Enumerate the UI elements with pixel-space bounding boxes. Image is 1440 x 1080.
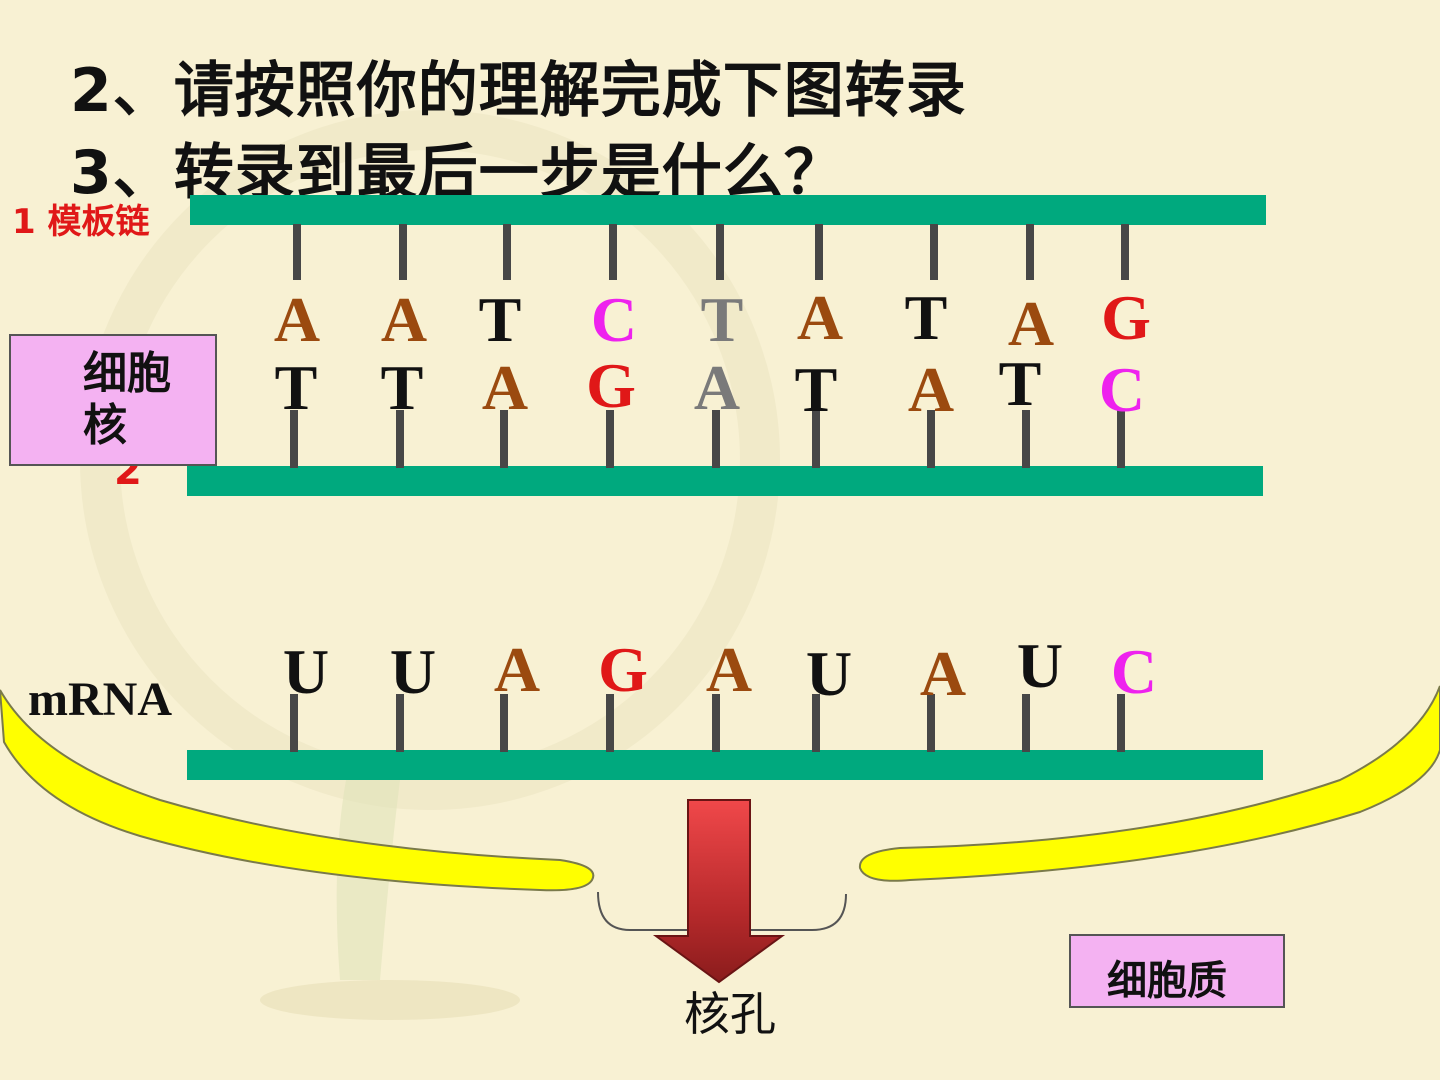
bottom-stick <box>1022 410 1030 468</box>
top-base-3: T <box>478 284 522 355</box>
top-base-4: C <box>590 284 638 355</box>
mrna-label: mRNA <box>28 673 172 726</box>
bottom-stick <box>396 410 404 468</box>
top-stick <box>293 224 301 280</box>
down-arrow <box>652 799 786 984</box>
top-stick <box>609 224 617 280</box>
bottom-stick <box>1117 410 1125 468</box>
bottom-stick <box>927 410 935 468</box>
mrna-stick <box>812 694 820 752</box>
top-base-1: A <box>273 284 321 355</box>
mrna-stick <box>396 694 404 752</box>
bottom-stick <box>500 410 508 468</box>
nuclear-membrane-left <box>0 689 595 892</box>
mrna-base-7: A <box>919 638 967 709</box>
mrna-base-1: U <box>282 636 330 707</box>
mrna-base-3: A <box>493 634 541 705</box>
bottom-base-8: T <box>998 348 1042 419</box>
top-base-7: T <box>904 282 948 353</box>
bottom-base-2: T <box>380 352 424 423</box>
top-base-6: A <box>796 282 844 353</box>
top-stick <box>815 224 823 280</box>
mrna-stick <box>1022 694 1030 752</box>
mrna-stick <box>500 694 508 752</box>
mrna-stick <box>606 694 614 752</box>
mrna-base-4: G <box>598 634 648 705</box>
top-stick <box>399 224 407 280</box>
bottom-base-5: A <box>693 352 741 423</box>
mrna-base-6: U <box>805 638 853 709</box>
top-base-5: T <box>700 284 744 355</box>
top-stick <box>1026 224 1034 280</box>
bottom-stick <box>606 410 614 468</box>
bottom-base-3: A <box>481 352 529 423</box>
mrna-stick <box>712 694 720 752</box>
mrna-base-9: C <box>1110 636 1158 707</box>
mrna-stick <box>290 694 298 752</box>
mrna-base-2: U <box>389 636 437 707</box>
top-stick <box>716 224 724 280</box>
nucleus-label: 细胞核 <box>83 348 171 451</box>
bottom-base-9: C <box>1098 354 1146 425</box>
cytoplasm-label: 细胞质 <box>1107 958 1227 1004</box>
mrna-base-8: U <box>1016 630 1064 701</box>
bottom-stick <box>812 410 820 468</box>
nuclear-pore-label: 核孔 <box>684 987 776 1041</box>
bottom-stick <box>712 410 720 468</box>
top-stick <box>930 224 938 280</box>
coding-strand-bar <box>187 466 1263 496</box>
template-strand-label: 1 模板链 <box>12 202 150 242</box>
mrna-stick <box>927 694 935 752</box>
top-base-9: G <box>1101 282 1151 353</box>
bottom-base-6: T <box>794 354 838 425</box>
bottom-stick <box>290 410 298 468</box>
bottom-base-7: A <box>907 354 955 425</box>
cytoplasm-label-box: 细胞质 <box>1069 934 1285 1008</box>
top-base-2: A <box>380 284 428 355</box>
top-base-8: A <box>1007 288 1055 359</box>
mrna-base-5: A <box>705 634 753 705</box>
mrna-strand-bar <box>187 750 1263 780</box>
top-stick <box>1121 224 1129 280</box>
nuclear-membrane-right <box>858 685 1440 882</box>
mrna-stick <box>1117 694 1125 752</box>
top-stick <box>503 224 511 280</box>
template-strand-bar <box>190 195 1266 225</box>
nucleus-label-box: 细胞核 <box>9 334 217 466</box>
bottom-base-4: G <box>586 350 636 421</box>
bottom-base-1: T <box>274 352 318 423</box>
title-line-1: 2、请按照你的理解完成下图转录 <box>70 56 967 126</box>
